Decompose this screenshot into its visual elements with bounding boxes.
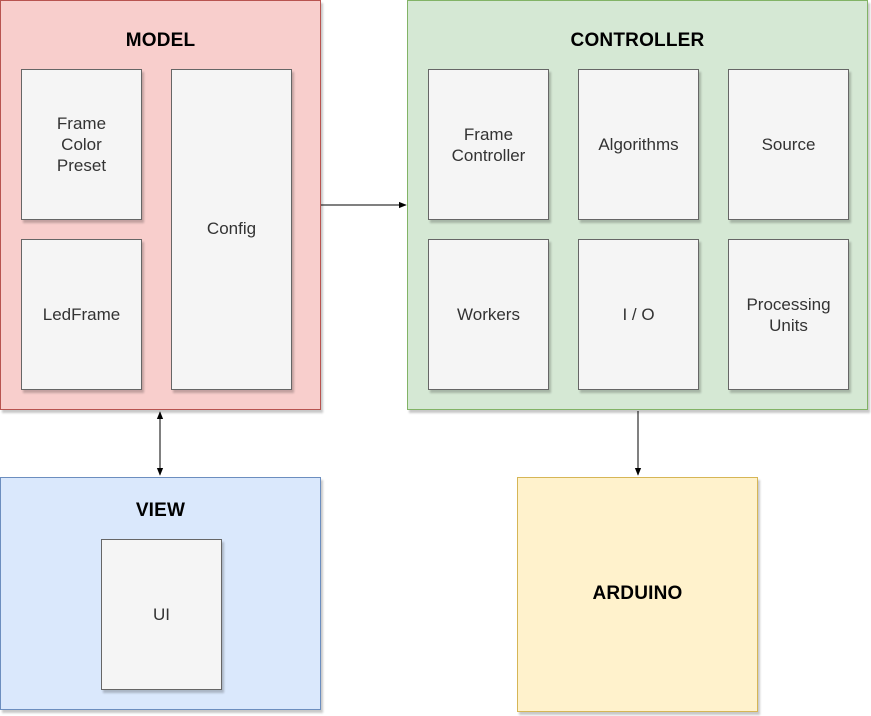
ui-box: UI: [101, 539, 222, 690]
ledframe-label: LedFrame: [42, 305, 121, 324]
config-box: Config: [171, 69, 292, 390]
frame-color-preset-box: Frame Color Preset: [21, 69, 142, 220]
algorithms-label: Algorithms: [598, 135, 679, 154]
source-box: Source: [728, 69, 849, 220]
workers-box: Workers: [428, 239, 549, 390]
ui-label: UI: [153, 605, 170, 624]
frame-controller-label: Frame Controller: [451, 124, 526, 165]
frame-controller-box: Frame Controller: [428, 69, 549, 220]
processing-units-label: Processing Units: [746, 294, 831, 335]
view-title: VIEW: [135, 500, 186, 521]
processing-units-box: Processing Units: [728, 239, 849, 390]
source-label: Source: [761, 135, 816, 154]
model-title: MODEL: [125, 30, 196, 51]
controller-title: CONTROLLER: [570, 30, 705, 51]
controller-group: CONTROLLER Frame Controller Algorithms S…: [407, 0, 868, 410]
io-box: I / O: [578, 239, 699, 390]
ledframe-box: LedFrame: [21, 239, 142, 390]
arduino-group: ARDUINO: [517, 477, 758, 712]
io-label: I / O: [622, 305, 655, 324]
model-group: MODEL Frame Color Preset LedFrame Config: [0, 0, 321, 410]
arduino-title: ARDUINO: [592, 583, 683, 604]
workers-label: Workers: [457, 305, 520, 324]
config-label: Config: [206, 219, 257, 238]
algorithms-box: Algorithms: [578, 69, 699, 220]
view-group: VIEW UI: [0, 477, 321, 710]
frame-color-preset-label: Frame Color Preset: [56, 114, 107, 175]
